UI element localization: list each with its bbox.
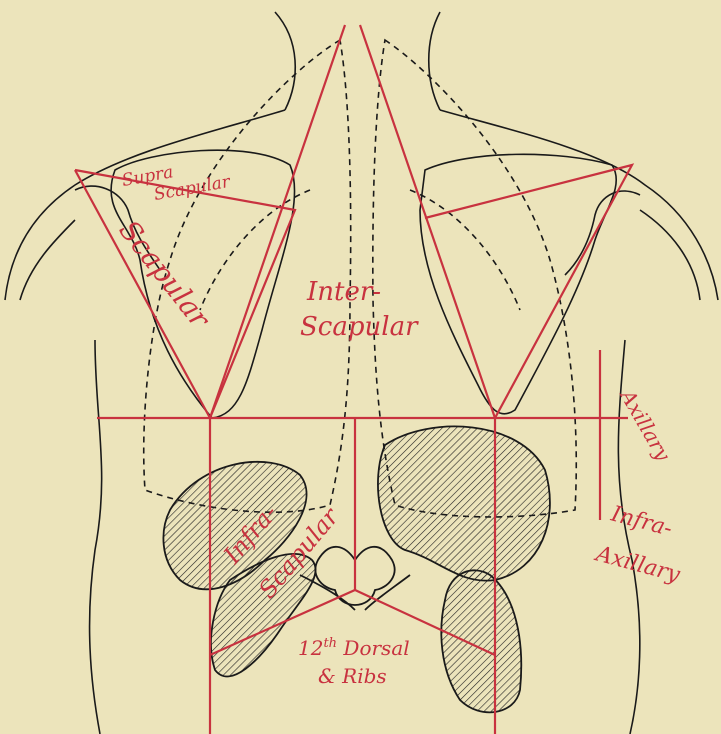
region-lines (75, 25, 632, 734)
label-infra-axillary-1: Infra- (607, 501, 674, 541)
label-dorsal-sup: th (323, 636, 337, 651)
label-ribs: & Ribs (318, 664, 387, 688)
label-dorsal-rest: Dorsal (337, 636, 410, 660)
liver (378, 426, 550, 580)
right-shoulder (440, 110, 718, 300)
neck-left (275, 12, 295, 110)
body-outline (5, 12, 718, 734)
left-flank (90, 340, 102, 734)
label-inter-1: Inter- (306, 277, 381, 307)
label-axillary: Axillary (615, 384, 676, 466)
label-infra-axillary-2: Axillary (592, 541, 684, 588)
label-dorsal-num: 12 (298, 636, 323, 660)
right-acromion (565, 191, 640, 275)
inter-right-line (360, 25, 495, 418)
label-inter-2: Scapular (300, 312, 419, 342)
neck-right (429, 12, 440, 110)
label-scapular: Scapular (112, 214, 217, 335)
label-dorsal: 12th Dorsal (298, 636, 410, 660)
inter-left-line (210, 25, 345, 418)
right-kidney (441, 570, 521, 712)
right-arm (640, 210, 700, 300)
